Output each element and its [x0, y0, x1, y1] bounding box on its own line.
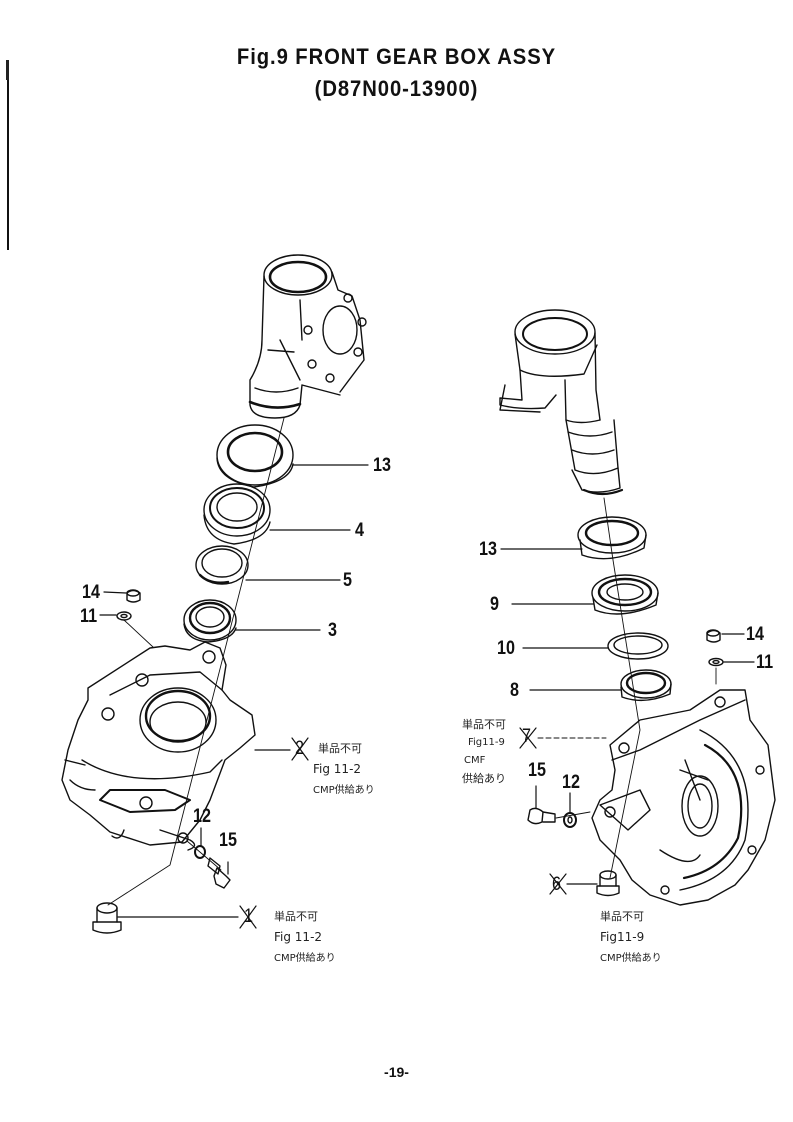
callout-left-12: 12 — [193, 806, 211, 827]
left-washer-11-illustration — [116, 611, 132, 621]
left-ring-5-illustration — [195, 545, 249, 585]
callout-left-13: 13 — [373, 455, 391, 476]
callout-left-15: 15 — [219, 830, 237, 851]
note-part-1: 単品不可 Fig 11-2 CMP供給あり — [274, 906, 336, 969]
margin-rule — [6, 60, 9, 250]
left-seal-13-illustration — [216, 424, 294, 488]
note-figure-ref: Fig 11-2 — [274, 930, 323, 944]
assembly-part-number: (D87N00-13900) — [314, 76, 479, 101]
margin-rule-mark — [6, 60, 9, 80]
note-not-sold-separately: 単品不可 — [600, 910, 644, 923]
left-axle-housing-illustration — [248, 254, 367, 419]
callout-right-12: 12 — [562, 772, 580, 793]
callout-left-4: 4 — [355, 520, 364, 541]
note-part-2: 単品不可 Fig 11-2 CMP供給あり — [313, 738, 375, 801]
callout-left-3: 3 — [328, 620, 337, 641]
callout-right-10: 10 — [497, 638, 515, 659]
note-cmp-supplied: CMP供給あり — [600, 953, 662, 964]
callout-right-9: 9 — [490, 594, 499, 615]
right-bearing-9-illustration — [591, 574, 659, 615]
note-not-sold-separately: 単品不可 — [274, 910, 318, 923]
note-cmp-supplied: CMP供給あり — [313, 785, 375, 796]
left-bolt-15-illustration — [207, 857, 231, 889]
callout-right-7: 7 — [522, 726, 531, 747]
right-ring-10-illustration — [607, 632, 669, 660]
right-bolt-15-illustration — [527, 807, 556, 825]
callout-right-11: 11 — [756, 652, 774, 673]
left-bearing-4-illustration — [203, 483, 271, 545]
note-part-6: 単品不可 Fig11-9 CMP供給あり — [600, 906, 662, 969]
right-washer-11-illustration — [708, 657, 724, 667]
note-figure-ref: Fig 11-2 — [313, 762, 362, 776]
left-plug-1-illustration — [92, 902, 122, 934]
left-plug-14-illustration — [126, 589, 141, 603]
callout-right-6: 6 — [552, 874, 561, 895]
callout-right-14: 14 — [746, 624, 764, 645]
right-seal-13-illustration — [577, 516, 647, 560]
figure-title: Fig.9 FRONT GEAR BOX ASSY — [236, 44, 557, 69]
note-cmf: CMF — [464, 755, 486, 766]
note-not-sold-separately: 単品不可 — [318, 742, 362, 755]
callout-right-8: 8 — [510, 680, 519, 701]
note-figure-ref: Fig11-9 — [600, 930, 645, 944]
note-part-7: 単品不可 Fig11-9 CMF 供給あり — [462, 716, 506, 788]
callout-right-15: 15 — [528, 760, 546, 781]
note-cmp-supplied: CMP供給あり — [274, 953, 336, 964]
note-not-sold-separately: 単品不可 — [462, 718, 506, 731]
callout-right-13: 13 — [479, 539, 497, 560]
left-gear-case-illustration — [61, 641, 256, 851]
callout-left-14: 14 — [82, 582, 100, 603]
callout-left-2: 2 — [295, 738, 304, 759]
right-bearing-8-illustration — [620, 669, 672, 702]
right-plug-14-illustration — [706, 629, 721, 643]
note-figure-ref: Fig11-9 — [468, 737, 505, 748]
left-bearing-3-illustration — [183, 599, 237, 643]
right-gear-case-illustration — [591, 689, 776, 906]
right-axle-housing-illustration — [499, 309, 624, 496]
page-number: -19- — [384, 1064, 409, 1080]
right-washer-12-illustration — [563, 812, 577, 828]
callout-left-1: 1 — [244, 906, 253, 927]
right-plug-6-illustration — [596, 870, 620, 897]
note-supplied: 供給あり — [462, 772, 506, 785]
left-washer-12-illustration — [194, 845, 206, 859]
callout-left-11: 11 — [80, 606, 98, 627]
callout-left-5: 5 — [343, 570, 352, 591]
